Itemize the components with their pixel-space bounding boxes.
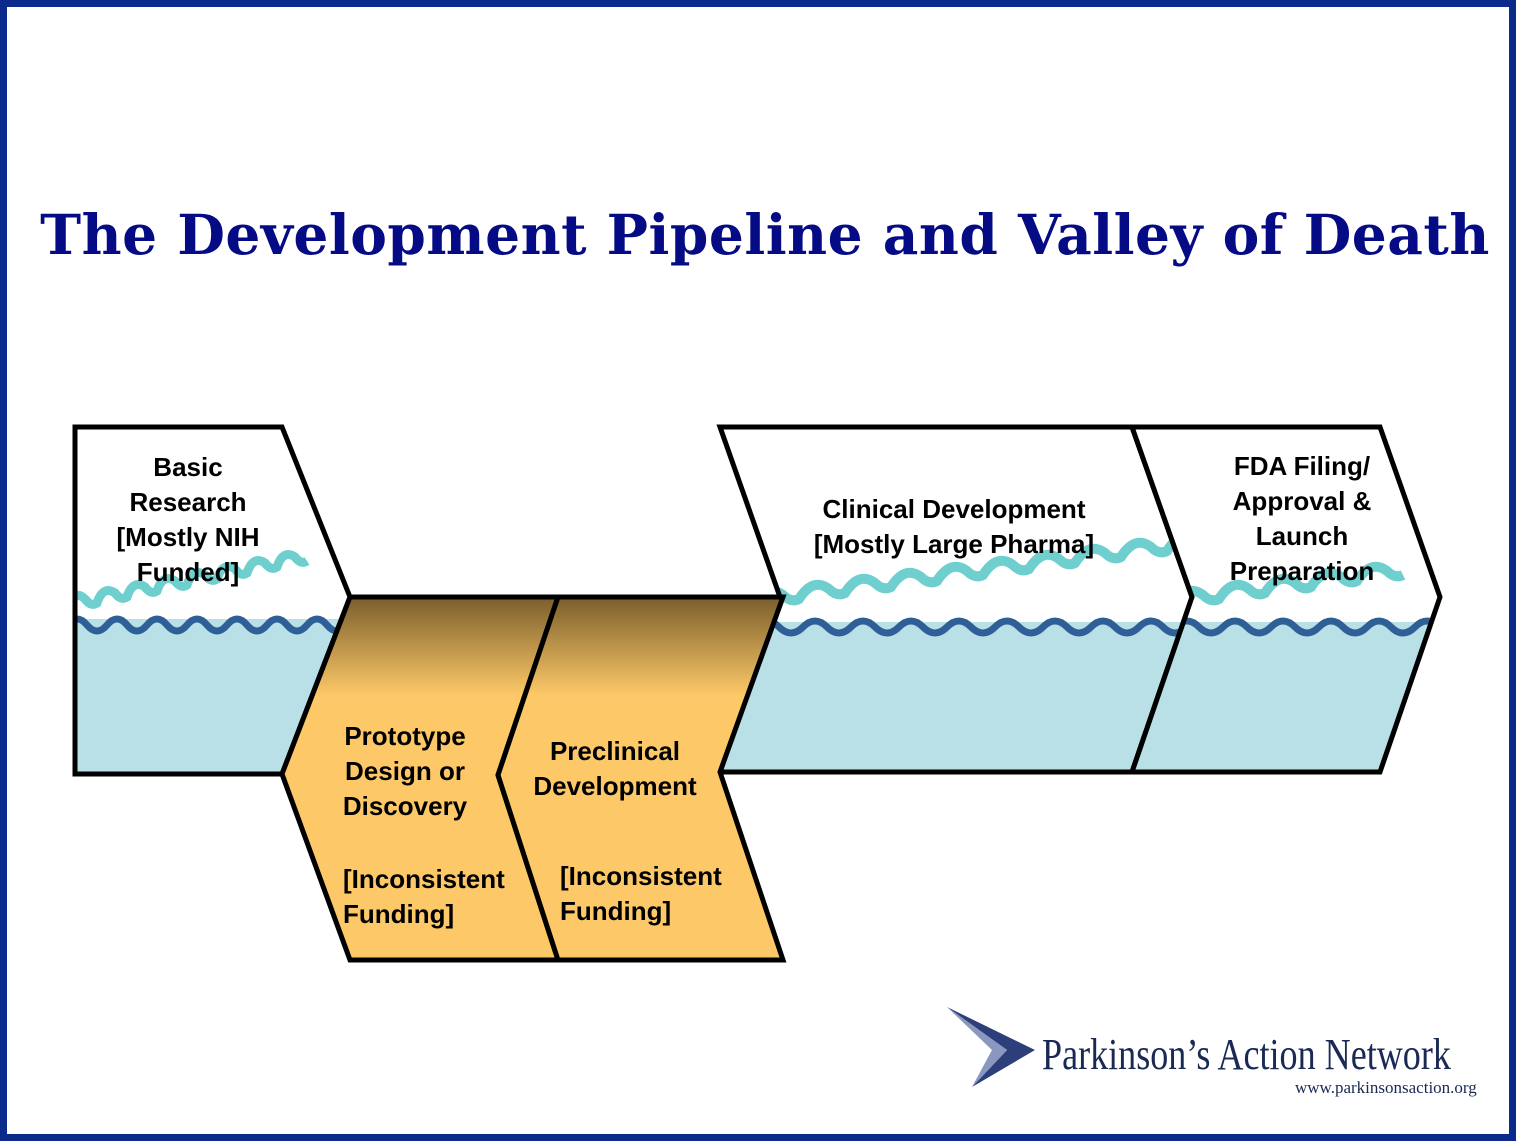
- label-line: Discovery: [342, 791, 468, 821]
- label-fda: FDA Filing/ Approval & Launch Preparatio…: [1202, 449, 1402, 589]
- logo-url: www.parkinsonsaction.org: [1295, 1078, 1477, 1097]
- label-line: Funding]: [343, 899, 455, 929]
- label-clinical: Clinical Development [Mostly Large Pharm…: [784, 492, 1124, 562]
- slide-title: The Development Pipeline and Valley of D…: [40, 202, 1490, 267]
- stage-fda: [1128, 424, 1443, 775]
- pipeline-diagram: [72, 424, 1443, 1087]
- label-line: Clinical Development: [822, 494, 1086, 524]
- label-prototype-funding: [Inconsistent Funding]: [343, 862, 505, 932]
- water-clinical: [720, 531, 1192, 772]
- label-line: [Inconsistent: [560, 861, 722, 891]
- label-prototype: Prototype Design or Discovery: [315, 719, 495, 824]
- label-line: [Mostly NIH: [116, 522, 260, 552]
- label-line: Development: [533, 771, 697, 801]
- label-line: Basic: [153, 452, 223, 482]
- water-basic: [75, 550, 350, 774]
- logo-mark: [947, 1007, 1035, 1087]
- label-line: Funding]: [560, 896, 672, 926]
- label-line: Launch: [1255, 521, 1349, 551]
- label-line: FDA Filing/: [1233, 451, 1371, 481]
- label-basic-research: Basic Research [Mostly NIH Funded]: [88, 450, 288, 590]
- label-preclinical: Preclinical Development: [515, 734, 715, 804]
- label-line: [Mostly Large Pharma]: [813, 529, 1095, 559]
- label-line: Funded]: [136, 557, 240, 587]
- label-line: Approval &: [1232, 486, 1372, 516]
- label-line: Preparation: [1229, 556, 1375, 586]
- stage-preclinical: [495, 594, 787, 963]
- label-line: Prototype: [344, 721, 466, 751]
- label-line: [Inconsistent: [343, 864, 505, 894]
- stage-clinical: [716, 424, 1195, 775]
- label-line: Preclinical: [549, 736, 681, 766]
- label-line: Design or: [345, 756, 465, 786]
- logo-name: Parkinson’s Action Network: [1042, 1030, 1451, 1079]
- label-preclinical-funding: [Inconsistent Funding]: [560, 859, 722, 929]
- label-line: Research: [129, 487, 247, 517]
